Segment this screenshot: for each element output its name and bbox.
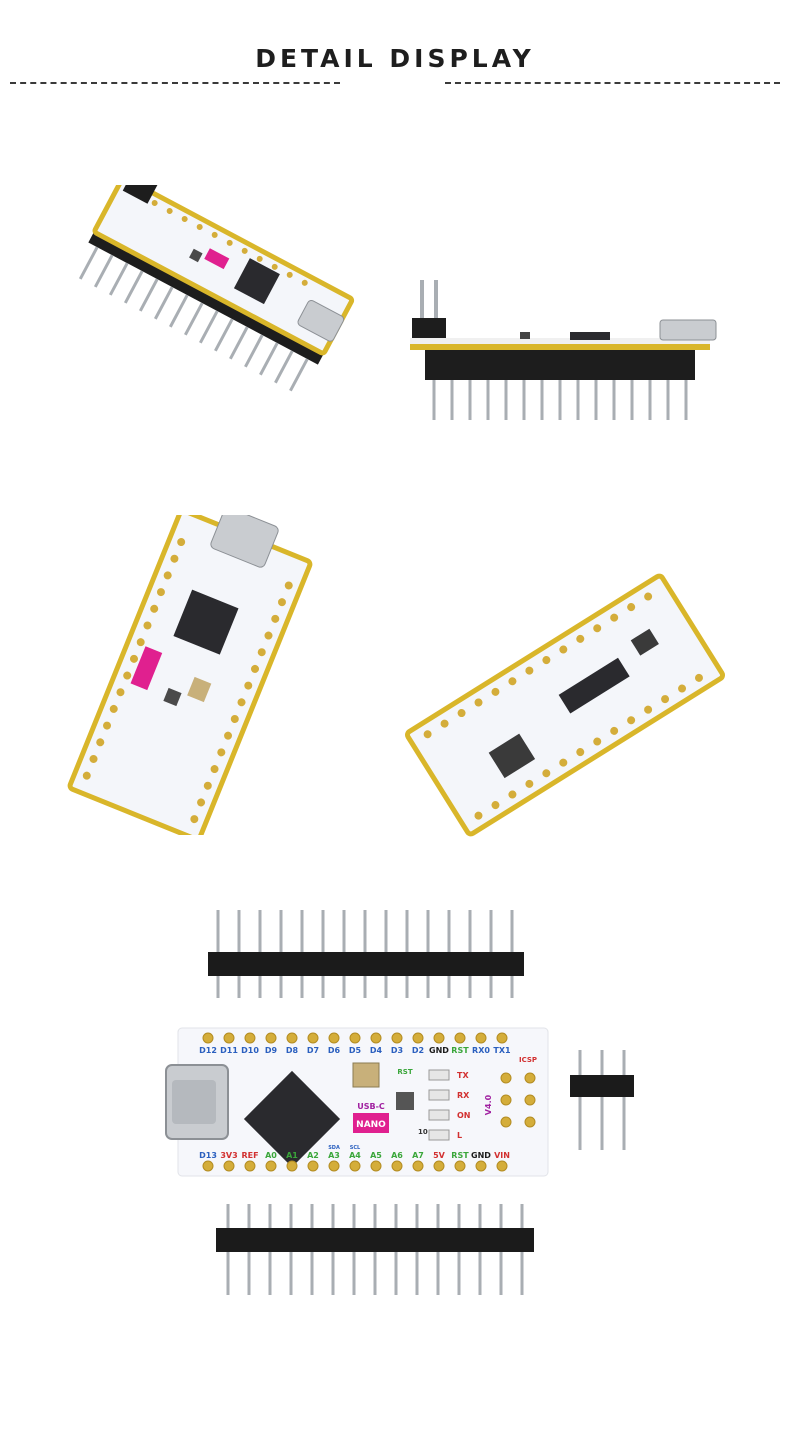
sda-label: SDA: [328, 1145, 340, 1151]
pin-label-top: D6: [328, 1046, 341, 1055]
pin-label-top: GND: [429, 1046, 449, 1055]
number-label: 10: [418, 1128, 428, 1136]
pin-label-bottom: A1: [286, 1151, 298, 1160]
bottom-side-illustration: [405, 573, 725, 837]
pin-label-bottom: A6: [391, 1151, 403, 1160]
pin-label-top: D10: [241, 1046, 259, 1055]
photo-top-rotated: [40, 515, 340, 835]
top-rotated-illustration: [67, 515, 313, 835]
header: DETAIL DISPLAY: [0, 0, 790, 100]
divider-left: [10, 82, 340, 84]
pin-header-bottom: [216, 1204, 534, 1295]
led-label: ON: [457, 1111, 471, 1120]
pin-label-bottom: A7: [412, 1151, 424, 1160]
side-profile-illustration: [410, 280, 717, 420]
pin-label-top: TX1: [493, 1046, 511, 1055]
pin-label-top: RST: [451, 1046, 469, 1055]
pin-label-top: D5: [349, 1046, 362, 1055]
pin-label-top: D7: [307, 1046, 319, 1055]
flat-board-illustration: D12 D11 D10 D9 D8 D7 D6 D5 D4 D3 D2 GND …: [165, 910, 634, 1295]
pin-label-top: D4: [370, 1046, 383, 1055]
photo-bottom-side: [400, 560, 730, 850]
photo-side-profile: [400, 280, 740, 450]
pin-label-bottom: A4: [349, 1151, 361, 1160]
pin-label-top: D12: [199, 1046, 217, 1055]
pin-label-top: D8: [286, 1046, 299, 1055]
pin-label-bottom: A2: [307, 1151, 319, 1160]
pin-label-bottom: VIN: [494, 1151, 510, 1160]
version-label: V4.0: [484, 1094, 493, 1115]
pin-label-bottom: A3: [328, 1151, 340, 1160]
rst-label: RST: [397, 1068, 412, 1076]
angled-board-illustration: [78, 185, 355, 392]
icsp-label: ICSP: [519, 1056, 537, 1064]
led-label: RX: [457, 1091, 470, 1100]
scl-label: SCL: [350, 1145, 361, 1151]
pin-label-top: D9: [265, 1046, 278, 1055]
pin-label-bottom: 5V: [433, 1151, 446, 1160]
pin-label-bottom: 3V3: [220, 1151, 237, 1160]
page-title: DETAIL DISPLAY: [255, 44, 535, 73]
pin-label-top: D3: [391, 1046, 403, 1055]
pin-label-bottom: A0: [265, 1151, 277, 1160]
pin-label-bottom: REF: [241, 1151, 258, 1160]
nano-board: D12 D11 D10 D9 D8 D7 D6 D5 D4 D3 D2 GND …: [165, 1027, 549, 1177]
usb-c-label: USB-C: [357, 1102, 385, 1111]
led-label: TX: [457, 1071, 469, 1080]
led-label: L: [457, 1131, 462, 1140]
pin-label-bottom: GND: [471, 1151, 491, 1160]
pin-label-bottom: D13: [199, 1151, 217, 1160]
pin-header-icsp: [570, 1050, 634, 1150]
divider-right: [445, 82, 780, 84]
pin-label-top: D11: [220, 1046, 238, 1055]
photo-angled-board: [55, 185, 355, 415]
nano-label: NANO: [356, 1120, 386, 1130]
pin-label-top: RX0: [472, 1046, 490, 1055]
pin-label-bottom: A5: [370, 1151, 382, 1160]
pin-header-top: [208, 910, 524, 998]
photo-flat-top-view: D12 D11 D10 D9 D8 D7 D6 D5 D4 D3 D2 GND …: [150, 900, 670, 1310]
pin-label-bottom: RST: [451, 1151, 469, 1160]
pin-label-top: D2: [412, 1046, 424, 1055]
